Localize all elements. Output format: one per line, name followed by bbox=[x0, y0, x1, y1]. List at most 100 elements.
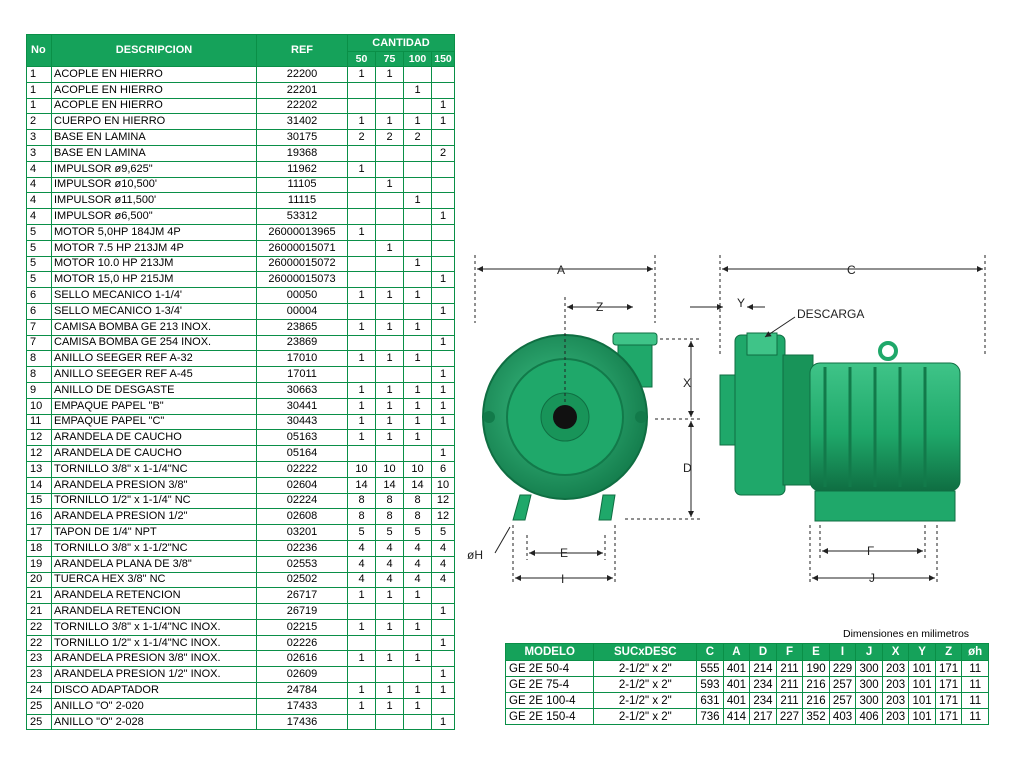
cell-dimension: 203 bbox=[881, 660, 910, 677]
cell-qty-75 bbox=[375, 713, 404, 731]
label-C: C bbox=[847, 263, 856, 277]
cell-qty-150 bbox=[430, 697, 456, 715]
cell-qty-50: 1 bbox=[347, 381, 376, 399]
cell-qty-100: 1 bbox=[403, 618, 432, 636]
cell-qty-75 bbox=[375, 81, 404, 99]
cell-no: 25 bbox=[26, 713, 52, 731]
cell-qty-50: 4 bbox=[347, 539, 376, 557]
cell-qty-50: 1 bbox=[347, 113, 376, 131]
cell-ref: 26000015073 bbox=[256, 271, 348, 289]
cell-suction-discharge: 2-1/2" x 2" bbox=[593, 692, 698, 709]
cell-dimension: 352 bbox=[802, 708, 830, 725]
cell-qty-100 bbox=[403, 634, 432, 652]
cell-qty-100: 1 bbox=[403, 381, 432, 399]
cell-qty-50: 8 bbox=[347, 508, 376, 526]
dims-header-cell: Z bbox=[934, 643, 963, 661]
cell-dimension: 203 bbox=[881, 676, 910, 693]
cell-dimension: 555 bbox=[696, 660, 724, 677]
cell-dimension: 11 bbox=[961, 708, 989, 725]
parts-table: No DESCRIPCION REF CANTIDAD 50 75 100 15… bbox=[26, 34, 456, 731]
cell-qty-75 bbox=[375, 255, 404, 273]
cell-qty-150: 1 bbox=[430, 271, 456, 289]
cell-qty-75: 8 bbox=[375, 508, 404, 526]
cell-qty-50: 1 bbox=[347, 287, 376, 304]
cell-qty-75: 1 bbox=[375, 413, 404, 431]
cell-dimension: 227 bbox=[775, 708, 804, 725]
cell-no: 23 bbox=[26, 666, 52, 684]
header-size-50: 50 bbox=[347, 51, 376, 67]
cell-qty-100: 1 bbox=[403, 350, 432, 368]
cell-qty-75 bbox=[375, 666, 404, 684]
cell-no: 2 bbox=[26, 113, 52, 131]
cell-dimension: 171 bbox=[934, 708, 963, 725]
cell-ref: 02553 bbox=[256, 555, 348, 573]
cell-qty-100 bbox=[403, 666, 432, 684]
cell-qty-75 bbox=[375, 634, 404, 652]
cell-ref: 31402 bbox=[256, 113, 348, 131]
cell-ref: 24784 bbox=[256, 682, 348, 699]
cell-description: IMPULSOR ø9,625" bbox=[51, 160, 257, 178]
cell-qty-100: 1 bbox=[403, 682, 432, 699]
cell-description: TORNILLO 1/2" x 1-1/4"NC INOX. bbox=[51, 634, 257, 652]
cell-no: 19 bbox=[26, 555, 52, 573]
cell-qty-100 bbox=[403, 160, 432, 178]
cell-description: ARANDELA RETENCION bbox=[51, 603, 257, 620]
cell-qty-150 bbox=[430, 587, 456, 605]
cell-description: CUERPO EN HIERRO bbox=[51, 113, 257, 131]
cell-description: ARANDELA PRESION 3/8" INOX. bbox=[51, 650, 257, 668]
cell-qty-75 bbox=[375, 334, 404, 352]
cell-qty-150: 1 bbox=[430, 713, 456, 731]
cell-no: 6 bbox=[26, 287, 52, 304]
cell-qty-50: 5 bbox=[347, 524, 376, 541]
cell-no: 1 bbox=[26, 81, 52, 99]
label-Y: Y bbox=[737, 296, 745, 310]
cell-qty-150: 1 bbox=[430, 381, 456, 399]
cell-qty-100 bbox=[403, 445, 432, 462]
cell-qty-150: 1 bbox=[430, 397, 456, 415]
label-J: J bbox=[869, 571, 875, 585]
cell-ref: 22200 bbox=[256, 66, 348, 83]
cell-ref: 02215 bbox=[256, 618, 348, 636]
cell-ref: 02222 bbox=[256, 460, 348, 478]
cell-qty-150 bbox=[430, 287, 456, 304]
cell-suction-discharge: 2-1/2" x 2" bbox=[593, 708, 698, 725]
cell-qty-75: 1 bbox=[375, 697, 404, 715]
dims-header-cell: I bbox=[828, 643, 857, 661]
cell-qty-50 bbox=[347, 97, 376, 115]
cell-qty-100: 1 bbox=[403, 318, 432, 336]
cell-dimension: 257 bbox=[828, 692, 857, 709]
cell-qty-50: 4 bbox=[347, 555, 376, 573]
cell-qty-100: 2 bbox=[403, 129, 432, 146]
cell-qty-150: 1 bbox=[430, 445, 456, 462]
cell-qty-50: 1 bbox=[347, 429, 376, 447]
cell-dimension: 403 bbox=[828, 708, 857, 725]
cell-qty-50 bbox=[347, 208, 376, 225]
cell-qty-150 bbox=[430, 318, 456, 336]
cell-ref: 02604 bbox=[256, 476, 348, 494]
cell-qty-50: 1 bbox=[347, 682, 376, 699]
cell-qty-50: 1 bbox=[347, 160, 376, 178]
cell-qty-150: 5 bbox=[430, 524, 456, 541]
cell-description: CAMISA BOMBA GE 213 INOX. bbox=[51, 318, 257, 336]
cell-qty-100 bbox=[403, 66, 432, 83]
cell-no: 22 bbox=[26, 618, 52, 636]
cell-ref: 22201 bbox=[256, 81, 348, 99]
cell-dimension: 211 bbox=[775, 660, 804, 677]
label-F: F bbox=[867, 544, 874, 558]
cell-no: 25 bbox=[26, 697, 52, 715]
cell-description: TORNILLO 1/2" x 1-1/4" NC bbox=[51, 492, 257, 510]
dims-header-cell: SUCxDESC bbox=[593, 643, 698, 661]
cell-qty-100: 1 bbox=[403, 429, 432, 447]
cell-qty-100 bbox=[403, 97, 432, 115]
cell-no: 24 bbox=[26, 682, 52, 699]
cell-dimension: 631 bbox=[696, 692, 724, 709]
cell-description: IMPULSOR ø6,500" bbox=[51, 208, 257, 225]
cell-no: 5 bbox=[26, 271, 52, 289]
